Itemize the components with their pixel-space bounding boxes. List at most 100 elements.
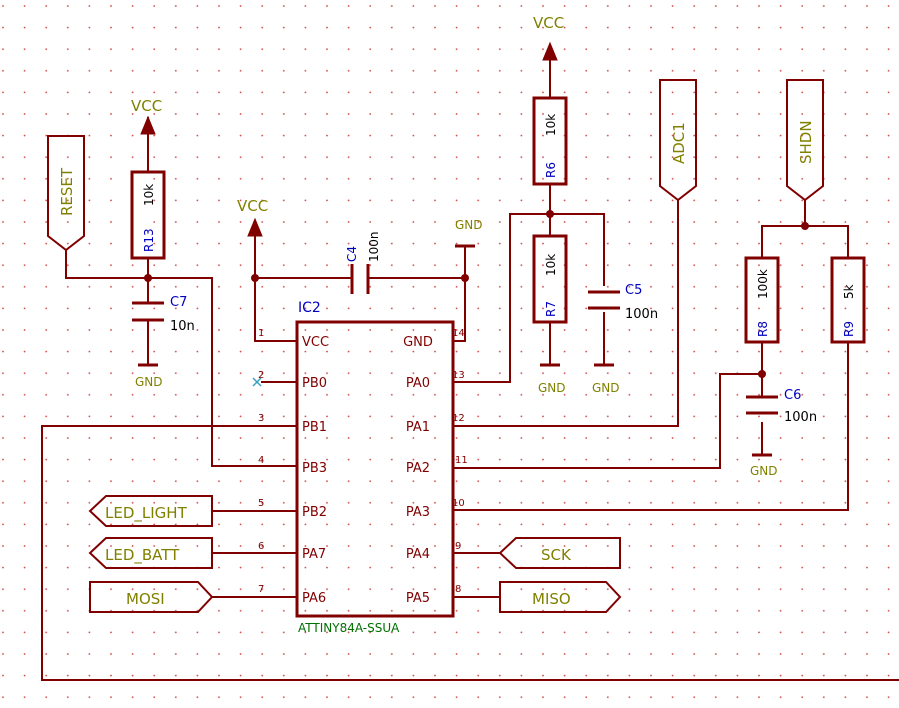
net-labels-shdn-label: SHDN	[797, 120, 815, 164]
net-label-reset[interactable]: RESET	[47, 135, 85, 252]
power-gnd-label: GND	[538, 381, 566, 395]
pin-number: 13	[452, 370, 465, 381]
pin-name: PA2	[406, 461, 430, 476]
pin-number: 2	[258, 370, 264, 381]
pin-number: 11	[455, 455, 468, 466]
c5-value-label: 100n	[625, 307, 658, 322]
pin-name: GND	[403, 335, 433, 350]
pin-name: PA6	[302, 591, 326, 606]
pin-number: 8	[455, 584, 461, 595]
power-vcc-label: VCC	[131, 97, 162, 115]
c6-ref-label: C6	[784, 388, 801, 403]
resistor-r6[interactable]: 10k R6	[532, 96, 568, 186]
net-label-led-light[interactable]: LED_LIGHT	[88, 495, 213, 527]
c5-ref-label: C5	[625, 283, 642, 298]
pin-number: 5	[258, 498, 264, 509]
junction-dot	[801, 222, 809, 230]
r9-value-label: 5k	[842, 284, 856, 299]
vcc-symbol[interactable]: VCC	[131, 97, 162, 135]
resistor-r9[interactable]: 5k R9	[830, 256, 866, 344]
gnd-symbol[interactable]: GND	[538, 363, 566, 395]
resistor-r7[interactable]: 10k R7	[532, 234, 568, 324]
net-labels-miso-label: MISO	[532, 590, 571, 608]
r7-ref-label: R7	[544, 301, 558, 317]
ic-attiny84a[interactable]: IC2 ATTINY84A-SSUA 1 VCC 2 PB0 3 PB1 4 P…	[258, 300, 468, 635]
c7-ref-label: C7	[170, 295, 187, 310]
r13-ref-label: R13	[142, 228, 156, 252]
pin-number: 7	[258, 584, 264, 595]
junction-dot	[251, 274, 259, 282]
net-labels-sck-label: SCK	[541, 546, 572, 564]
net-label-adc1[interactable]: ADC1	[659, 79, 697, 202]
pin-name: PB0	[302, 376, 327, 391]
r8-value-label: 100k	[756, 269, 770, 299]
ic-part-name: ATTINY84A-SSUA	[298, 621, 400, 635]
capacitor-c7[interactable]: C7 10n	[132, 295, 195, 334]
resistor-r13[interactable]: 10k R13	[130, 170, 166, 260]
r13-value-label: 10k	[142, 184, 156, 206]
gnd-symbol[interactable]: GND	[592, 363, 620, 395]
pin-number: 1	[258, 328, 264, 339]
r7-value-label: 10k	[544, 254, 558, 276]
junction-dot	[144, 274, 152, 282]
resistor-r8[interactable]: 100k R8	[744, 256, 780, 344]
pin-name: PA4	[406, 547, 430, 562]
junction-dot	[546, 210, 554, 218]
c7-value-label: 10n	[170, 319, 195, 334]
net-label-shdn[interactable]: SHDN	[786, 79, 824, 202]
pin-name: PB1	[302, 420, 327, 435]
no-connect-marker	[252, 377, 262, 387]
r9-ref-label: R9	[842, 321, 856, 337]
c4-value-label: 100n	[367, 231, 381, 262]
pin-number: 4	[258, 455, 264, 466]
pin-name: VCC	[302, 335, 329, 350]
ic-reference: IC2	[298, 300, 321, 316]
pin-name: PA0	[406, 376, 430, 391]
pin-name: PB2	[302, 505, 327, 520]
net-label-led-batt[interactable]: LED_BATT	[88, 537, 213, 569]
net-label-miso[interactable]: MISO	[499, 581, 622, 613]
pin-name: PA7	[302, 547, 326, 562]
pin-name: PA5	[406, 591, 430, 606]
capacitor-c4[interactable]: C4 100n	[344, 231, 381, 294]
power-gnd-label: GND	[135, 375, 163, 389]
pin-number: 10	[452, 498, 465, 509]
net-labels-led-light-label: LED_LIGHT	[105, 504, 188, 523]
gnd-symbol[interactable]: GND	[135, 363, 163, 389]
net-label-mosi[interactable]: MOSI	[89, 581, 214, 613]
net-labels-reset-label: RESET	[58, 167, 76, 216]
r6-ref-label: R6	[544, 162, 558, 178]
capacitor-c5[interactable]: C5 100n	[588, 283, 658, 322]
net-labels-led-batt-label: LED_BATT	[105, 546, 180, 565]
gnd-symbol[interactable]: GND	[750, 453, 778, 478]
vcc-symbol[interactable]: VCC	[533, 14, 564, 61]
r6-value-label: 10k	[544, 114, 558, 136]
gnd-symbol-rotated[interactable]: GND	[455, 218, 483, 248]
junctions	[144, 210, 809, 378]
pin-number: 3	[258, 413, 264, 424]
pin-number: 9	[455, 541, 461, 552]
pin-number: 12	[452, 413, 465, 424]
c6-value-label: 100n	[784, 410, 817, 425]
pin-name: PB3	[302, 461, 327, 476]
power-gnd-label: GND	[750, 464, 778, 478]
net-labels-adc1-label: ADC1	[670, 122, 688, 164]
net-label-sck[interactable]: SCK	[498, 537, 621, 569]
c4-ref-label: C4	[345, 246, 359, 262]
power-vcc-label: VCC	[533, 14, 564, 32]
power-gnd-alt-label: GND	[455, 218, 483, 232]
capacitor-c6[interactable]: C6 100n	[746, 388, 817, 425]
net-labels-mosi-label: MOSI	[126, 590, 165, 608]
pin-name: PA3	[406, 505, 430, 520]
pin-number: 14	[452, 328, 465, 339]
pin-name: PA1	[406, 420, 430, 435]
pin-number: 6	[258, 541, 264, 552]
vcc-symbol[interactable]: VCC	[237, 197, 268, 237]
junction-dot	[461, 274, 469, 282]
r8-ref-label: R8	[756, 321, 770, 337]
power-vcc-label: VCC	[237, 197, 268, 215]
junction-dot	[758, 370, 766, 378]
power-gnd-label: GND	[592, 381, 620, 395]
